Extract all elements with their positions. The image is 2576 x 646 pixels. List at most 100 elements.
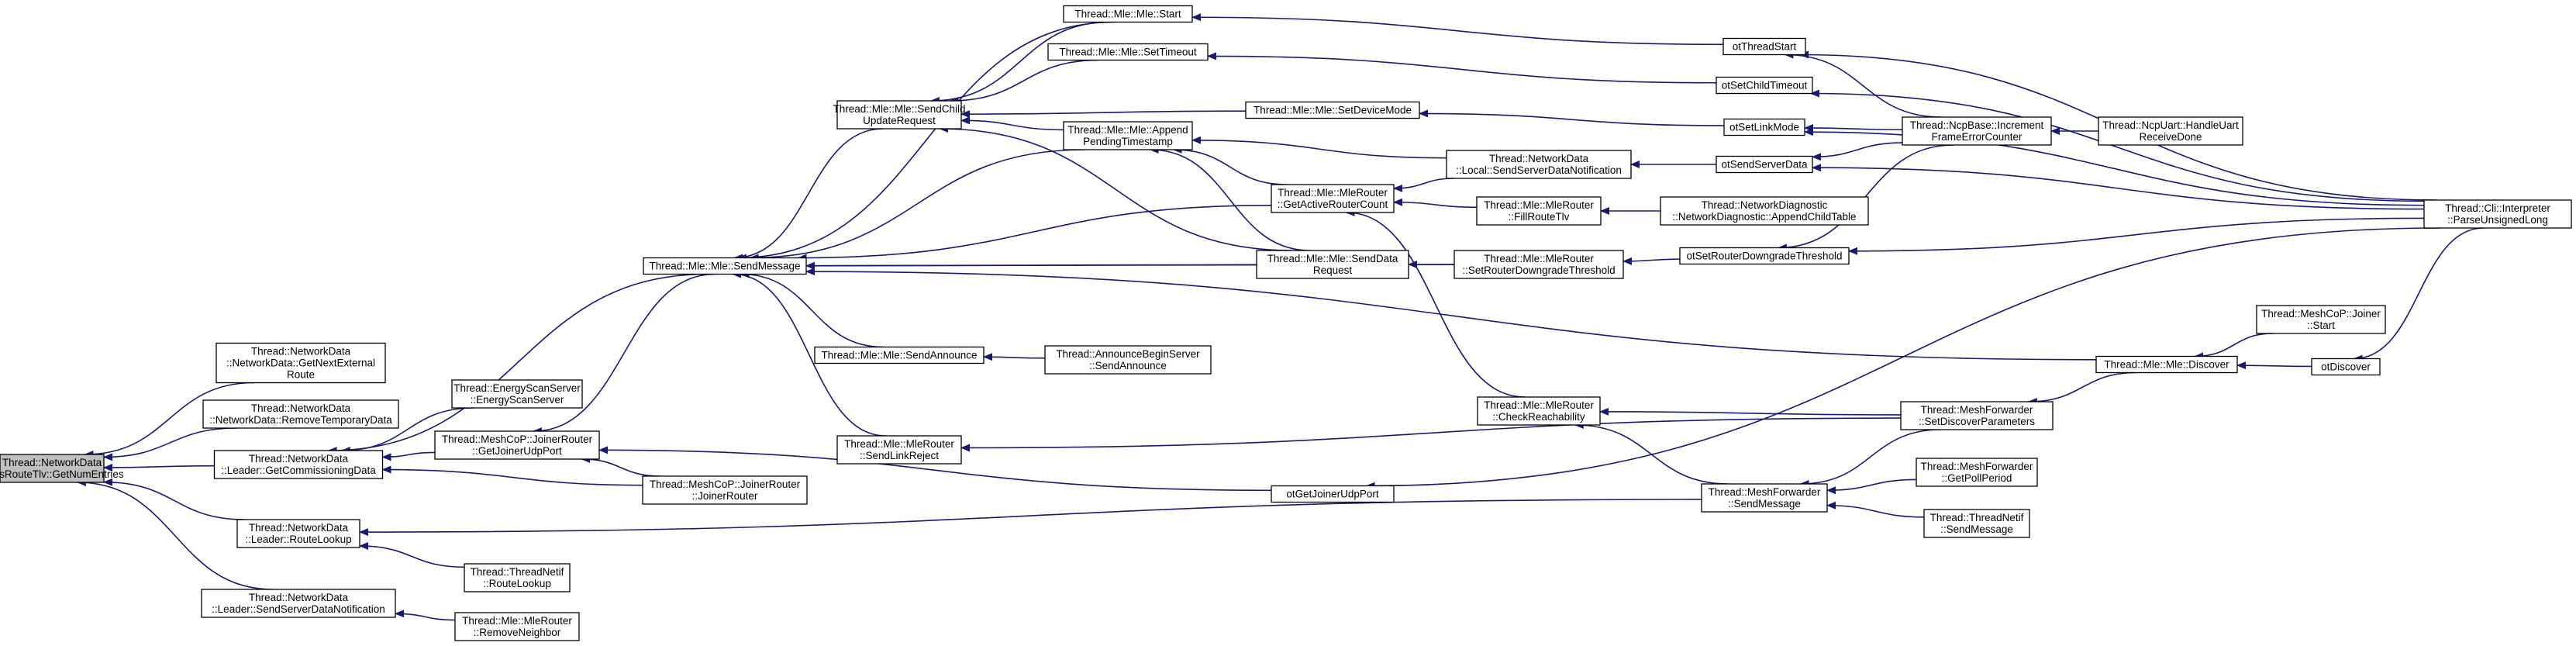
node-label-line: Thread::Mle::MleRouter bbox=[1484, 199, 1594, 211]
node-ndiag-append[interactable]: Thread::NetworkDiagnostic::NetworkDiagno… bbox=[1660, 196, 1869, 226]
node-ld-getcomm[interactable]: Thread::NetworkData::Leader::GetCommissi… bbox=[213, 450, 384, 479]
node-label-line: Thread::Mle::Mle::Append bbox=[1067, 124, 1188, 136]
edge-mf_sendmessage-to-mr_checkreach bbox=[1574, 421, 1729, 485]
node-box bbox=[1271, 184, 1395, 213]
node-mr-setrouterdown[interactable]: Thread::Mle::MleRouter::SetRouterDowngra… bbox=[1454, 250, 1624, 279]
node-label-line: ::GetPollPeriod bbox=[1942, 472, 2012, 484]
node-label-line: ::SetRouterDowngradeThreshold bbox=[1462, 264, 1615, 276]
node-label-line: ::SendMessage bbox=[1728, 498, 1801, 510]
edge-mr_removeneighbor-to-ld_sendsrv bbox=[395, 610, 456, 621]
edge-mf_sendmessage-to-ld_routelookup bbox=[359, 499, 1702, 537]
edge-ncp_increment-to-ot_setlinkmode bbox=[1804, 123, 1903, 132]
node-mr-fillroute[interactable]: Thread::Mle::MleRouter::FillRouteTlv bbox=[1476, 196, 1602, 226]
node-box bbox=[464, 563, 571, 592]
node-label-line: ::GetActiveRouterCount bbox=[1278, 199, 1388, 210]
node-mle-discover[interactable]: Thread::Mle::Mle::Discover bbox=[2095, 355, 2238, 374]
node-mf-getpoll[interactable]: Thread::MeshForwarder::GetPollPeriod bbox=[1916, 458, 2038, 487]
node-ot-setchildtimeout[interactable]: otSetChildTimeout bbox=[1716, 76, 1813, 95]
node-box bbox=[1701, 483, 1828, 513]
node-cli-parse[interactable]: Thread::Cli::Interpreter::ParseUnsignedL… bbox=[2423, 199, 2572, 229]
node-mle-start[interactable]: Thread::Mle::Mle::Start bbox=[1063, 5, 1193, 23]
node-label-line: UpdateRequest bbox=[863, 115, 936, 126]
node-box bbox=[216, 342, 386, 384]
node-ot-threadstart[interactable]: otThreadStart bbox=[1723, 37, 1806, 56]
node-box bbox=[2311, 358, 2381, 376]
node-mf-setdiscover[interactable]: Thread::MeshForwarder::SetDiscoverParame… bbox=[1900, 401, 2054, 430]
edge-nd_getnext-to-root bbox=[84, 382, 254, 458]
node-local-sendsrv[interactable]: Thread::NetworkData::Local::SendServerDa… bbox=[1446, 150, 1632, 179]
node-jr-getport[interactable]: Thread::MeshCoP::JoinerRouter::GetJoiner… bbox=[434, 430, 600, 460]
edge-local_sendsrv-to-mr_getactiverc bbox=[1393, 178, 1455, 192]
node-box bbox=[213, 450, 384, 479]
node-ot-discover[interactable]: otDiscover bbox=[2311, 358, 2381, 376]
node-nd-getnext[interactable]: Thread::NetworkData::NetworkData::GetNex… bbox=[216, 342, 386, 384]
node-box bbox=[454, 612, 580, 641]
node-label-line: otGetJoinerUdpPort bbox=[1286, 489, 1379, 500]
edge-cli_parse-to-ot_sendserverdata bbox=[1812, 164, 2425, 210]
node-mle-sendmessage[interactable]: Thread::Mle::Mle::SendMessage bbox=[643, 257, 807, 275]
node-ld-routelookup[interactable]: Thread::NetworkData::Leader::RouteLookup bbox=[236, 519, 360, 548]
node-box bbox=[1916, 458, 2038, 487]
node-tn-sendmessage[interactable]: Thread::ThreadNetif::SendMessage bbox=[1923, 509, 2030, 538]
edge-mle_sendannounce-to-mle_sendmessage bbox=[740, 270, 884, 348]
node-mle-setdevicemode[interactable]: Thread::Mle::Mle::SetDeviceMode bbox=[1245, 101, 1420, 119]
node-label-line: Thread::Mle::Mle::SendMessage bbox=[649, 261, 800, 272]
node-joiner-start[interactable]: Thread::MeshCoP::Joiner::Start bbox=[2256, 305, 2386, 334]
node-label-line: Thread::ThreadNetif bbox=[1930, 512, 2024, 523]
node-root[interactable]: Thread::NetworkData::HasRouteTlv::GetNum… bbox=[0, 454, 124, 483]
edge-ot_setchildtimeout-to-mle_settimeout bbox=[1207, 52, 1717, 84]
node-label-line: Thread::Mle::MleRouter bbox=[462, 615, 572, 627]
node-label-line: Thread::MeshCoP::JoinerRouter bbox=[442, 434, 593, 445]
node-mr-getactiverc[interactable]: Thread::Mle::MleRouter::GetActiveRouterC… bbox=[1271, 184, 1395, 213]
node-label-line: Thread::NetworkData bbox=[251, 402, 351, 414]
node-mf-sendmessage[interactable]: Thread::MeshForwarder::SendMessage bbox=[1701, 483, 1828, 513]
node-es-server[interactable]: Thread::EnergyScanServer::EnergyScanServ… bbox=[451, 379, 583, 409]
node-mle-sendannounce[interactable]: Thread::Mle::Mle::SendAnnounce bbox=[814, 346, 985, 364]
node-ot-sendserverdata[interactable]: otSendServerData bbox=[1716, 155, 1813, 174]
edge-ot_discover-to-mle_discover bbox=[2236, 361, 2312, 370]
node-label-line: ::HasRouteTlv::GetNumEntries bbox=[0, 468, 124, 480]
node-label-line: ::Local::SendServerDataNotification bbox=[1456, 164, 1622, 176]
edge-mle_start-to-mle_sendmessage bbox=[736, 21, 1116, 262]
node-ld-sendsrv[interactable]: Thread::NetworkData::Leader::SendServerD… bbox=[201, 589, 396, 618]
node-label-line: Thread::AnnounceBeginServer bbox=[1056, 348, 1200, 360]
node-tn-routelookup[interactable]: Thread::ThreadNetif::RouteLookup bbox=[464, 563, 571, 592]
node-ot-getjoinerport[interactable]: otGetJoinerUdpPort bbox=[1271, 485, 1395, 503]
node-label-line: ::EnergyScanServer bbox=[471, 394, 564, 406]
node-abs-sendannounce[interactable]: Thread::AnnounceBeginServer::SendAnnounc… bbox=[1044, 345, 1212, 375]
node-box bbox=[2423, 199, 2572, 229]
node-label-line: Thread::NetworkDiagnostic bbox=[1702, 199, 1828, 211]
node-box bbox=[1902, 116, 2052, 146]
edge-mle_sendmessage-to-ld_getcomm bbox=[327, 273, 708, 454]
node-ot-setlinkmode[interactable]: otSetLinkMode bbox=[1723, 118, 1805, 136]
edge-ld_routelookup-to-root bbox=[103, 478, 246, 520]
node-jr-joinerrouter[interactable]: Thread::MeshCoP::JoinerRouter::JoinerRou… bbox=[642, 475, 808, 505]
node-label-line: ::SendMessage bbox=[1940, 523, 2013, 535]
node-box bbox=[0, 454, 105, 483]
node-box bbox=[202, 399, 399, 429]
edge-cli_parse-to-ot_setchildtimeout bbox=[1809, 89, 2425, 202]
node-mr-checkreach[interactable]: Thread::Mle::MleRouter::CheckReachabilit… bbox=[1477, 396, 1601, 426]
node-ncp-increment[interactable]: Thread::NcpBase::IncrementFrameErrorCoun… bbox=[1902, 116, 2052, 146]
node-nd-remtemp[interactable]: Thread::NetworkData::NetworkData::Remove… bbox=[202, 399, 399, 429]
edge-ld_getcomm-to-root bbox=[103, 463, 215, 472]
edge-es_server-to-ld_getcomm bbox=[340, 407, 474, 454]
node-mle-settimeout[interactable]: Thread::Mle::Mle::SetTimeout bbox=[1047, 43, 1209, 61]
node-label-line: Thread::MeshForwarder bbox=[1921, 404, 2033, 416]
edge-mle_discover-to-mf_setdiscover bbox=[2027, 371, 2137, 406]
node-ot-setrouterdown[interactable]: otSetRouterDowngradeThreshold bbox=[1679, 247, 1850, 265]
node-mr-removeneighbor[interactable]: Thread::Mle::MleRouter::RemoveNeighbor bbox=[454, 612, 580, 641]
edge-ot_setrouterdown-to-mr_setrouterdown bbox=[1623, 257, 1681, 265]
node-mr-sendlinkreject[interactable]: Thread::Mle::MleRouter::SendLinkReject bbox=[836, 435, 962, 465]
edge-ot_threadstart-to-mle_start bbox=[1191, 13, 1724, 46]
node-label-line: Thread::Mle::Mle::Discover bbox=[2104, 359, 2229, 371]
node-label-line: Thread::Mle::Mle::SendData bbox=[1267, 253, 1398, 264]
edge-ot_getjoinerport-to-jr_getport bbox=[598, 446, 1272, 492]
edge-mle_settimeout-to-mle_sendchild bbox=[949, 59, 1098, 105]
node-label-line: Thread::Mle::MleRouter bbox=[844, 438, 954, 450]
node-label-line: ::GetJoinerUdpPort bbox=[472, 445, 562, 457]
